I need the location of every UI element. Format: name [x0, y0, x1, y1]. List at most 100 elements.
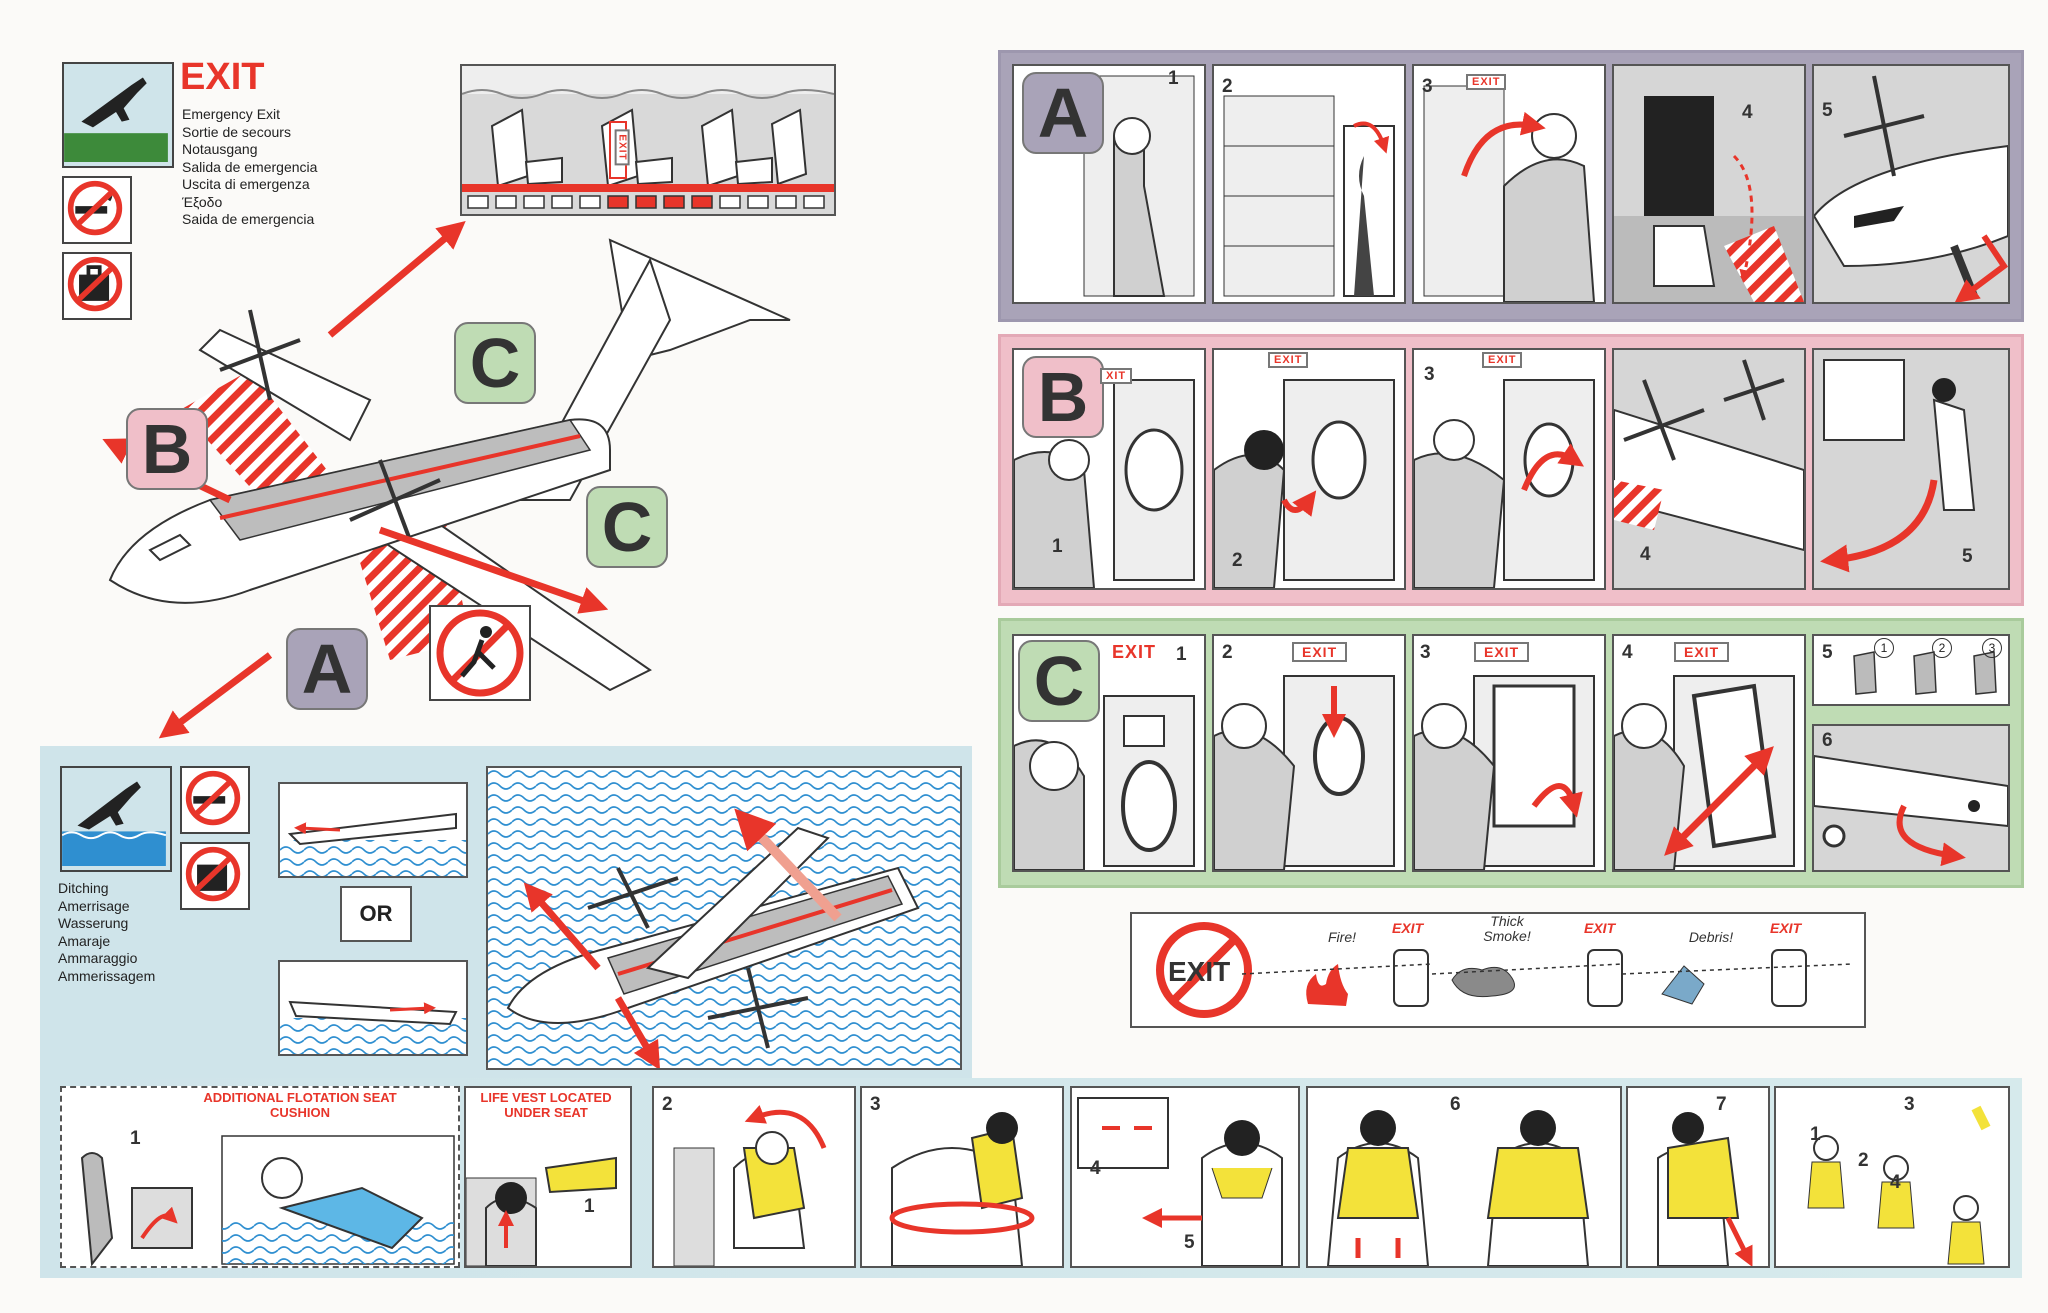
exit-c-step-3 — [1412, 634, 1606, 872]
exit-c-sign: EXIT — [1104, 642, 1165, 663]
exit-c-step-2 — [1212, 634, 1406, 872]
exit-a-step-5 — [1812, 64, 2010, 304]
exit-c-step-number: 5 — [1822, 642, 1833, 663]
overview-label-c-top: C — [454, 322, 536, 404]
exit-b-sign: EXIT — [1268, 352, 1309, 368]
exit-c-step-5 — [1812, 634, 2010, 706]
seat-cushion-step-number: 1 — [130, 1128, 141, 1149]
life-vest-step-7 — [1626, 1086, 1770, 1268]
exit-b-step-number: 1 — [1052, 536, 1063, 557]
overview-label-a: A — [286, 628, 368, 710]
life-vest-step-number: 4 — [1090, 1158, 1101, 1179]
lang-line: Ammaraggio — [58, 950, 138, 966]
exit-c-step-number: 4 — [1622, 642, 1633, 663]
exit-c-step-number: 2 — [1222, 642, 1233, 663]
life-vest-step-6 — [1306, 1086, 1622, 1268]
exit-c-step-number: 1 — [1176, 644, 1187, 665]
no-exit-label: EXIT — [1168, 956, 1231, 987]
overview-label-b: B — [126, 408, 208, 490]
lang-line: Uscita di emergenza — [182, 176, 310, 192]
exit-hazards-panel — [1130, 912, 1866, 1028]
exit-a-step-number: 5 — [1822, 100, 1833, 121]
seat-number-3: 3 — [1982, 638, 2002, 658]
exit-c-sign: EXIT — [1474, 642, 1530, 662]
exit-b-step-number: 4 — [1640, 544, 1651, 565]
exit-b-step-5 — [1812, 348, 2010, 590]
exit-b-step-number: 3 — [1424, 364, 1435, 385]
exit-b-sign: XIT — [1100, 368, 1133, 384]
exit-b-label: B — [1022, 356, 1104, 438]
exit-b-step-number: 5 — [1962, 546, 1973, 567]
ditching-or-label: OR — [340, 886, 412, 942]
seat-number-2: 2 — [1932, 638, 1952, 658]
hazard-fire-label: Fire! — [1328, 929, 1356, 945]
ditching-exit-illustration — [486, 766, 962, 1070]
hazard-smoke-label: Thick Smoke! — [1483, 913, 1531, 944]
exit-c-step-4 — [1612, 634, 1806, 872]
lang-line: Salida de emergencia — [182, 158, 318, 175]
life-vest-step-number: 3 — [870, 1094, 881, 1115]
exit-c-sign: EXIT — [1674, 642, 1730, 662]
child-vest-step-number: 2 — [1858, 1150, 1869, 1171]
life-vest-step-number: 7 — [1716, 1094, 1727, 1115]
ditching-right-option — [278, 960, 468, 1056]
child-vest-step-number: 3 — [1904, 1094, 1915, 1115]
exit-a-label: A — [1022, 72, 1104, 154]
hazard-debris-label: Debris! — [1688, 929, 1734, 945]
lang-line: Wasserung — [58, 915, 129, 931]
exit-c-step-number: 6 — [1822, 730, 1833, 751]
exit-c-sign: EXIT — [1292, 642, 1348, 662]
child-vest-step-number: 4 — [1890, 1172, 1901, 1193]
child-vest-step-number: 1 — [1810, 1124, 1821, 1145]
exit-a-step-2 — [1212, 64, 1406, 304]
exit-a-sign: EXIT — [1466, 74, 1507, 90]
ditching-no-baggage-icon — [180, 842, 250, 910]
exit-a-step-3 — [1412, 64, 1606, 304]
lang-line: Saida de emergencia — [182, 211, 315, 227]
life-vest-caption: LIFE VEST LOCATED UNDER SEAT — [480, 1090, 612, 1120]
exit-a-step-4 — [1612, 64, 1806, 304]
lang-line: Amerrisage — [58, 897, 130, 914]
life-vest-step-4-5 — [1070, 1086, 1300, 1268]
exit-b-step-number: 2 — [1232, 550, 1243, 571]
lang-line: Ditching — [58, 880, 109, 896]
no-baggage-icon — [62, 252, 132, 320]
exit-b-step-3 — [1412, 348, 1606, 590]
exit-b-step-4 — [1612, 348, 1806, 590]
exit-c-step-number: 3 — [1420, 642, 1431, 663]
ditching-icon — [60, 766, 172, 872]
no-smoking-icon — [62, 176, 132, 244]
overview-label-c-right: C — [586, 486, 668, 568]
lang-line: Amaraje — [58, 932, 111, 949]
exit-c-step-6 — [1812, 724, 2010, 872]
life-vest-step-number: 2 — [662, 1094, 673, 1115]
child-life-vest-panel — [1774, 1086, 2010, 1268]
lang-line: Ammerissagem — [58, 967, 156, 984]
emergency-exit-icon — [62, 62, 174, 168]
seat-cushion-panel — [60, 1086, 460, 1268]
hazard-debris-exit-label: EXIT — [1770, 920, 1802, 936]
seat-cushion-caption: ADDITIONAL FLOTATION SEAT CUSHION — [203, 1090, 397, 1120]
exit-title: EXIT — [180, 56, 265, 98]
hazard-smoke-exit-label: EXIT — [1584, 920, 1616, 936]
lang-line: Έξοδο — [182, 193, 223, 210]
lang-line: Notausgang — [182, 141, 258, 157]
life-vest-step-number: 6 — [1450, 1094, 1461, 1115]
exit-b-step-2 — [1212, 348, 1406, 590]
exit-languages: Emergency Exit Sortie de secours Notausg… — [182, 106, 402, 229]
exit-c-step-1 — [1012, 634, 1206, 872]
seat-number-1: 1 — [1874, 638, 1894, 658]
life-vest-location-panel — [464, 1086, 632, 1268]
exit-a-step-number: 4 — [1742, 102, 1753, 123]
lang-line: Sortie de secours — [182, 123, 291, 140]
exit-a-step-number: 3 — [1422, 76, 1433, 97]
exit-c-label: C — [1018, 640, 1100, 722]
lang-line: Emergency Exit — [182, 106, 281, 122]
aircraft-exit-overview — [102, 220, 791, 739]
hazard-fire-exit-label: EXIT — [1392, 920, 1424, 936]
cabin-floor-lighting-illustration — [460, 64, 836, 216]
ditching-languages: Ditching Amerrisage Wasserung Amaraje Am… — [58, 880, 188, 985]
life-vest-step-number: 1 — [584, 1196, 595, 1217]
life-vest-step-number: 5 — [1184, 1232, 1195, 1253]
ditching-left-option — [278, 782, 468, 878]
